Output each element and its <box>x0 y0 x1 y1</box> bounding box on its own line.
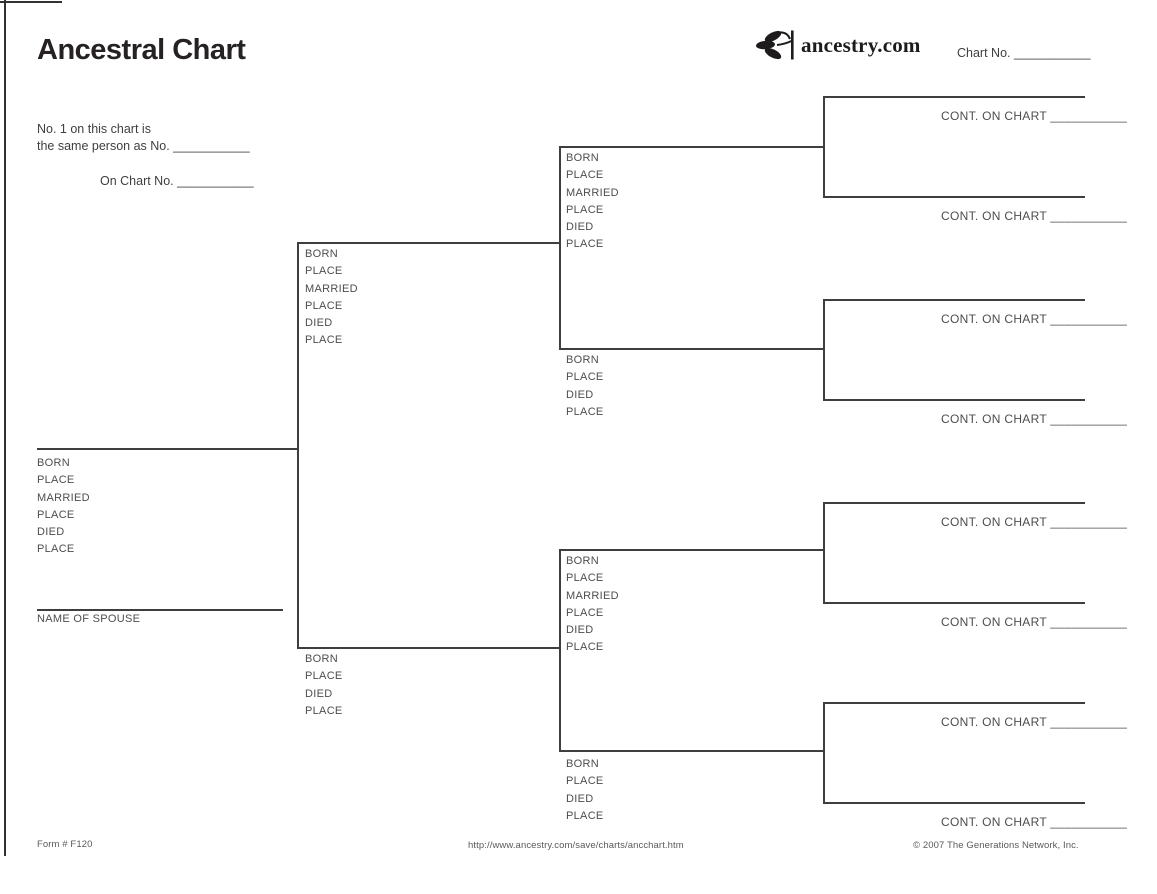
ancestry-brand-text: ancestry.com <box>801 32 921 57</box>
chart-no-field: Chart No. ___________ <box>957 46 1091 60</box>
page-border-top <box>0 1 62 3</box>
place-label: PLACE <box>305 265 343 278</box>
place-label: PLACE <box>566 238 604 251</box>
place-label: PLACE <box>305 704 343 717</box>
born-label: BORN <box>305 653 338 665</box>
gen3-bracket-3 <box>823 502 825 604</box>
person-6-name-line <box>559 549 824 551</box>
cont-on-chart-6: CONT. ON CHART ___________ <box>941 615 1128 629</box>
place-label: PLACE <box>566 641 604 654</box>
cont-on-chart-4: CONT. ON CHART ___________ <box>941 412 1128 426</box>
person-7-fields: BORN PLACE DIED PLACE <box>566 756 604 825</box>
born-label: BORN <box>566 555 599 567</box>
page-border-left <box>4 0 6 856</box>
gen1-connector <box>297 242 299 649</box>
place-label: PLACE <box>305 670 343 683</box>
form-number: Form # F120 <box>37 839 93 850</box>
info-line-2: the same person as No. ___________ <box>37 139 250 153</box>
gen2-father-connector <box>559 146 561 350</box>
married-label: MARRIED <box>37 491 90 504</box>
person-7-name-line <box>559 750 824 752</box>
person-5-fields: BORN PLACE DIED PLACE <box>566 352 604 421</box>
gen2-mother-connector <box>559 549 561 752</box>
place-label: PLACE <box>37 543 75 556</box>
spouse-name-line <box>37 609 283 611</box>
page-title: Ancestral Chart <box>37 34 246 66</box>
person-2-fields: BORN PLACE MARRIED PLACE DIED PLACE <box>305 246 358 350</box>
cont-on-chart-7: CONT. ON CHART ___________ <box>941 715 1128 729</box>
married-label: MARRIED <box>566 186 619 199</box>
person-1-fields: BORN PLACE MARRIED PLACE DIED PLACE <box>37 455 90 559</box>
person-14-name-line <box>823 702 1085 704</box>
person-3-fields: BORN PLACE DIED PLACE <box>305 651 343 720</box>
person-1-name-line <box>37 448 298 450</box>
person-4-name-line <box>559 146 824 148</box>
person-2-name-line <box>297 242 561 244</box>
place-label: PLACE <box>305 299 343 312</box>
died-label: DIED <box>37 526 65 539</box>
person-4-fields: BORN PLACE MARRIED PLACE DIED PLACE <box>566 150 619 254</box>
place-label: PLACE <box>566 371 604 384</box>
person-12-name-line <box>823 502 1085 504</box>
place-label: PLACE <box>566 169 604 182</box>
spouse-label: NAME OF SPOUSE <box>37 613 141 625</box>
cont-on-chart-2: CONT. ON CHART ___________ <box>941 209 1128 223</box>
gen3-bracket-1 <box>823 96 825 198</box>
married-label: MARRIED <box>305 282 358 295</box>
place-label: PLACE <box>566 572 604 585</box>
cont-on-chart-8: CONT. ON CHART ___________ <box>941 815 1128 829</box>
place-label: PLACE <box>305 334 343 347</box>
born-label: BORN <box>566 758 599 770</box>
cont-on-chart-5: CONT. ON CHART ___________ <box>941 515 1128 529</box>
cont-on-chart-1: CONT. ON CHART ___________ <box>941 109 1128 123</box>
footer-url: http://www.ancestry.com/save/charts/ancc… <box>468 840 684 851</box>
person-15-name-line <box>823 802 1085 804</box>
died-label: DIED <box>566 624 594 637</box>
place-label: PLACE <box>566 809 604 822</box>
place-label: PLACE <box>37 508 75 521</box>
person-11-name-line <box>823 399 1085 401</box>
ancestry-leaf-icon <box>756 30 794 60</box>
person-10-name-line <box>823 299 1085 301</box>
died-label: DIED <box>305 317 333 330</box>
gen3-bracket-4 <box>823 702 825 804</box>
place-label: PLACE <box>566 775 604 788</box>
gen3-bracket-2 <box>823 299 825 401</box>
place-label: PLACE <box>566 203 604 216</box>
place-label: PLACE <box>566 606 604 619</box>
married-label: MARRIED <box>566 589 619 602</box>
person-3-name-line <box>297 647 561 649</box>
person-13-name-line <box>823 602 1085 604</box>
born-label: BORN <box>305 248 338 260</box>
person-8-name-line <box>823 96 1085 98</box>
ancestry-logo: ancestry.com <box>755 28 921 62</box>
person-6-fields: BORN PLACE MARRIED PLACE DIED PLACE <box>566 553 619 657</box>
place-label: PLACE <box>37 474 75 487</box>
footer-copyright: © 2007 The Generations Network, Inc. <box>913 840 1079 851</box>
died-label: DIED <box>566 221 594 234</box>
died-label: DIED <box>566 792 594 805</box>
born-label: BORN <box>566 152 599 164</box>
info-line-1: No. 1 on this chart is <box>37 122 151 136</box>
person-9-name-line <box>823 196 1085 198</box>
died-label: DIED <box>305 687 333 700</box>
person-5-name-line <box>559 348 824 350</box>
died-label: DIED <box>566 388 594 401</box>
info-line-3: On Chart No. ___________ <box>100 174 254 188</box>
cont-on-chart-3: CONT. ON CHART ___________ <box>941 312 1128 326</box>
born-label: BORN <box>37 457 70 469</box>
born-label: BORN <box>566 354 599 366</box>
place-label: PLACE <box>566 405 604 418</box>
